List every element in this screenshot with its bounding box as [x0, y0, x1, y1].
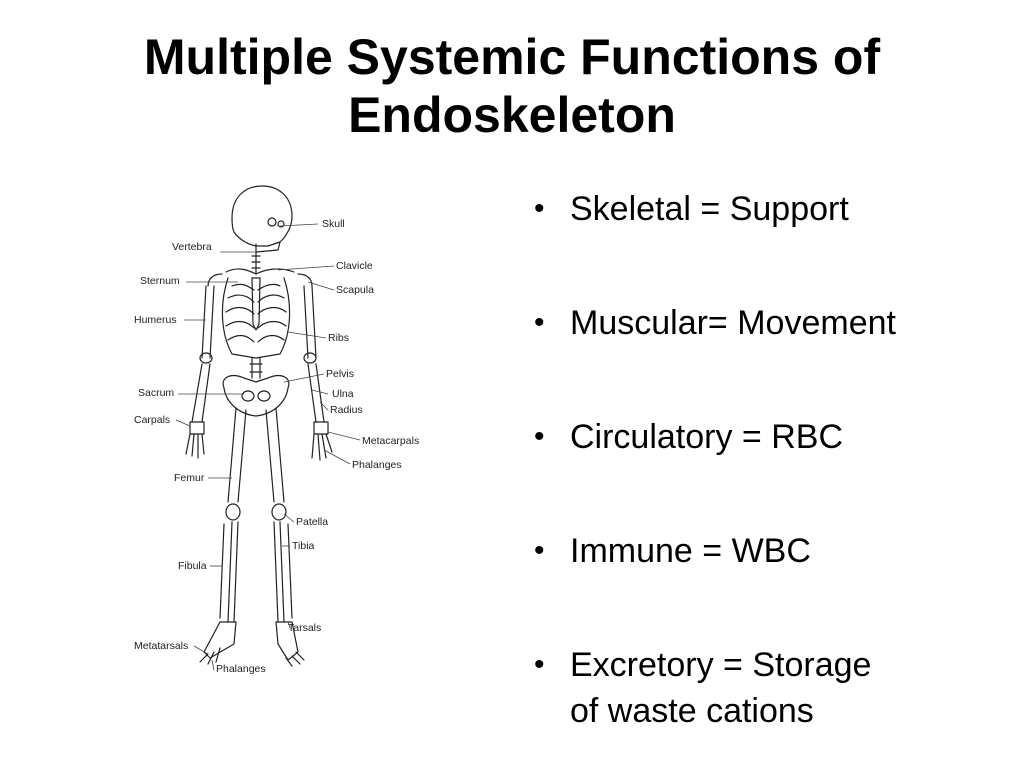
label-leader-lines	[175, 223, 361, 671]
label-scapula: Scapula	[336, 284, 374, 296]
bullet-text: Excretory = Storage	[570, 646, 872, 684]
slide-title: Multiple Systemic Functions of Endoskele…	[0, 28, 1024, 144]
skull-shape	[231, 185, 293, 247]
label-metacarpals: Metacarpals	[362, 435, 419, 447]
label-ribs: Ribs	[328, 332, 349, 344]
bullet-marker: •	[534, 420, 545, 453]
skeleton-diagram: Vertebra Sternum Humerus Sacrum Carpals …	[128, 182, 448, 682]
clavicle-shape	[225, 268, 295, 275]
label-sternum: Sternum	[140, 275, 180, 287]
label-radius: Radius	[330, 404, 363, 416]
label-metatarsals: Metatarsals	[134, 640, 188, 652]
bullet-item-excretory: • Excretory = Storage of waste cations	[530, 642, 1000, 734]
label-patella: Patella	[296, 516, 328, 528]
pelvis-shape	[222, 375, 290, 417]
label-text-group: Vertebra Sternum Humerus Sacrum Carpals …	[134, 218, 419, 675]
label-phalanges-hand: Phalanges	[352, 459, 402, 471]
bullet-item-skeletal: • Skeletal = Support	[530, 186, 1000, 232]
bullet-marker: •	[534, 534, 545, 567]
slide-title-line-2: Endoskeleton	[348, 87, 676, 143]
label-femur: Femur	[174, 472, 205, 484]
skeleton-drawing	[185, 185, 333, 667]
femur-right	[265, 407, 285, 503]
bullet-item-circulatory: • Circulatory = RBC	[530, 414, 1000, 460]
humerus-left	[201, 285, 215, 359]
humerus-right	[303, 285, 317, 359]
label-tibia: Tibia	[292, 540, 315, 552]
rib-cage-shape	[221, 277, 291, 359]
bullet-marker: •	[534, 648, 545, 681]
label-vertebra: Vertebra	[172, 241, 212, 253]
label-pelvis: Pelvis	[326, 368, 354, 380]
label-ulna: Ulna	[332, 388, 354, 400]
bullet-item-muscular: • Muscular= Movement	[530, 300, 1000, 346]
label-sacrum: Sacrum	[138, 387, 174, 399]
label-clavicle: Clavicle	[336, 260, 373, 272]
femur-left	[227, 407, 247, 503]
label-phalanges-foot: Phalanges	[216, 663, 266, 675]
bullet-text: Circulatory = RBC	[570, 418, 844, 456]
skeleton-illustration: Vertebra Sternum Humerus Sacrum Carpals …	[134, 185, 419, 675]
bullet-text-continuation: of waste cations	[570, 692, 814, 730]
bullet-text: Muscular= Movement	[570, 304, 896, 342]
slide-title-line-1: Multiple Systemic Functions of	[143, 29, 881, 85]
label-fibula: Fibula	[178, 560, 207, 572]
label-carpals: Carpals	[134, 414, 170, 426]
function-bullet-list: • Skeletal = Support • Muscular= Movemen…	[530, 186, 1000, 734]
patella-left	[225, 503, 241, 521]
label-skull: Skull	[322, 218, 345, 230]
foot-left	[203, 621, 237, 659]
bullet-marker: •	[534, 192, 545, 225]
label-humerus: Humerus	[134, 314, 177, 326]
bullet-marker: •	[534, 306, 545, 339]
foot-right	[275, 621, 299, 661]
bullet-text: Skeletal = Support	[570, 190, 849, 228]
patella-right	[271, 503, 287, 521]
sternum-shape	[251, 277, 261, 331]
bullet-item-immune: • Immune = WBC	[530, 528, 1000, 574]
bullet-text: Immune = WBC	[570, 532, 811, 570]
label-tarsals: Tarsals	[288, 622, 321, 634]
